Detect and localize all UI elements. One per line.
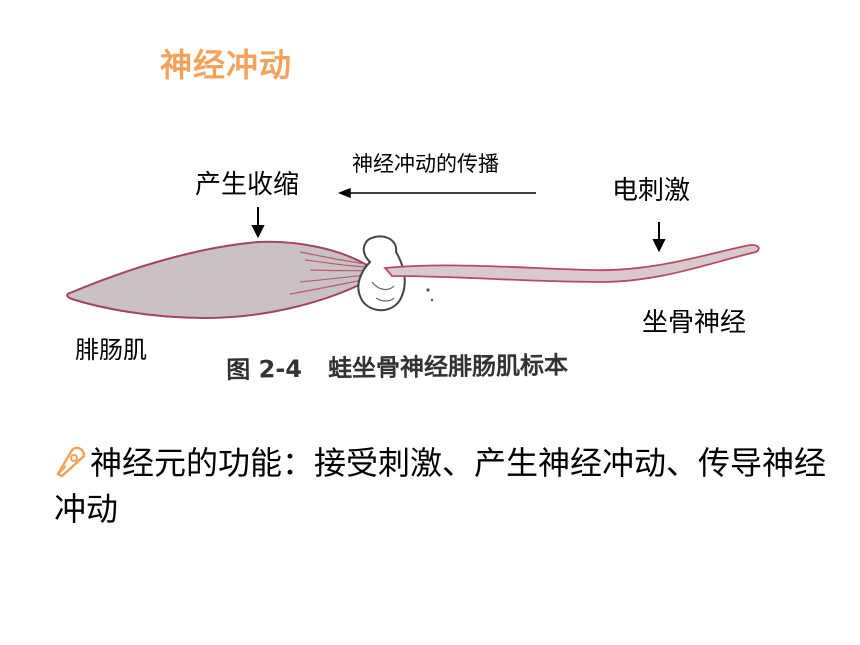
slide-title: 神经冲动 [160, 46, 293, 84]
stimulus-arrow [652, 222, 666, 253]
label-contraction: 产生收缩 [195, 170, 300, 200]
contraction-arrow [251, 207, 265, 239]
label-electrical-stimulus: 电刺激 [612, 176, 691, 206]
propagation-arrow [337, 187, 536, 199]
label-sciatic-nerve: 坐骨神经 [642, 308, 747, 338]
figure-caption: 图 2-4 蛙坐骨神经腓肠肌标本 [226, 345, 568, 385]
pen-nib-bullet-icon [56, 446, 86, 478]
label-impulse-propagation: 神经冲动的传播 [352, 152, 499, 176]
femur-fragment [357, 235, 406, 311]
sciatic-nerve [383, 244, 760, 283]
figure-number: 图 2-4 [226, 354, 303, 384]
figure-caption-text: 蛙坐骨神经腓肠肌标本 [327, 351, 569, 383]
label-gastrocnemius: 腓肠肌 [75, 336, 147, 364]
bullet-point: 神经元的功能：接受刺激、产生神经冲动、传导神经冲动 [54, 440, 844, 532]
bullet-text: 神经元的功能：接受刺激、产生神经冲动、传导神经冲动 [54, 444, 827, 528]
